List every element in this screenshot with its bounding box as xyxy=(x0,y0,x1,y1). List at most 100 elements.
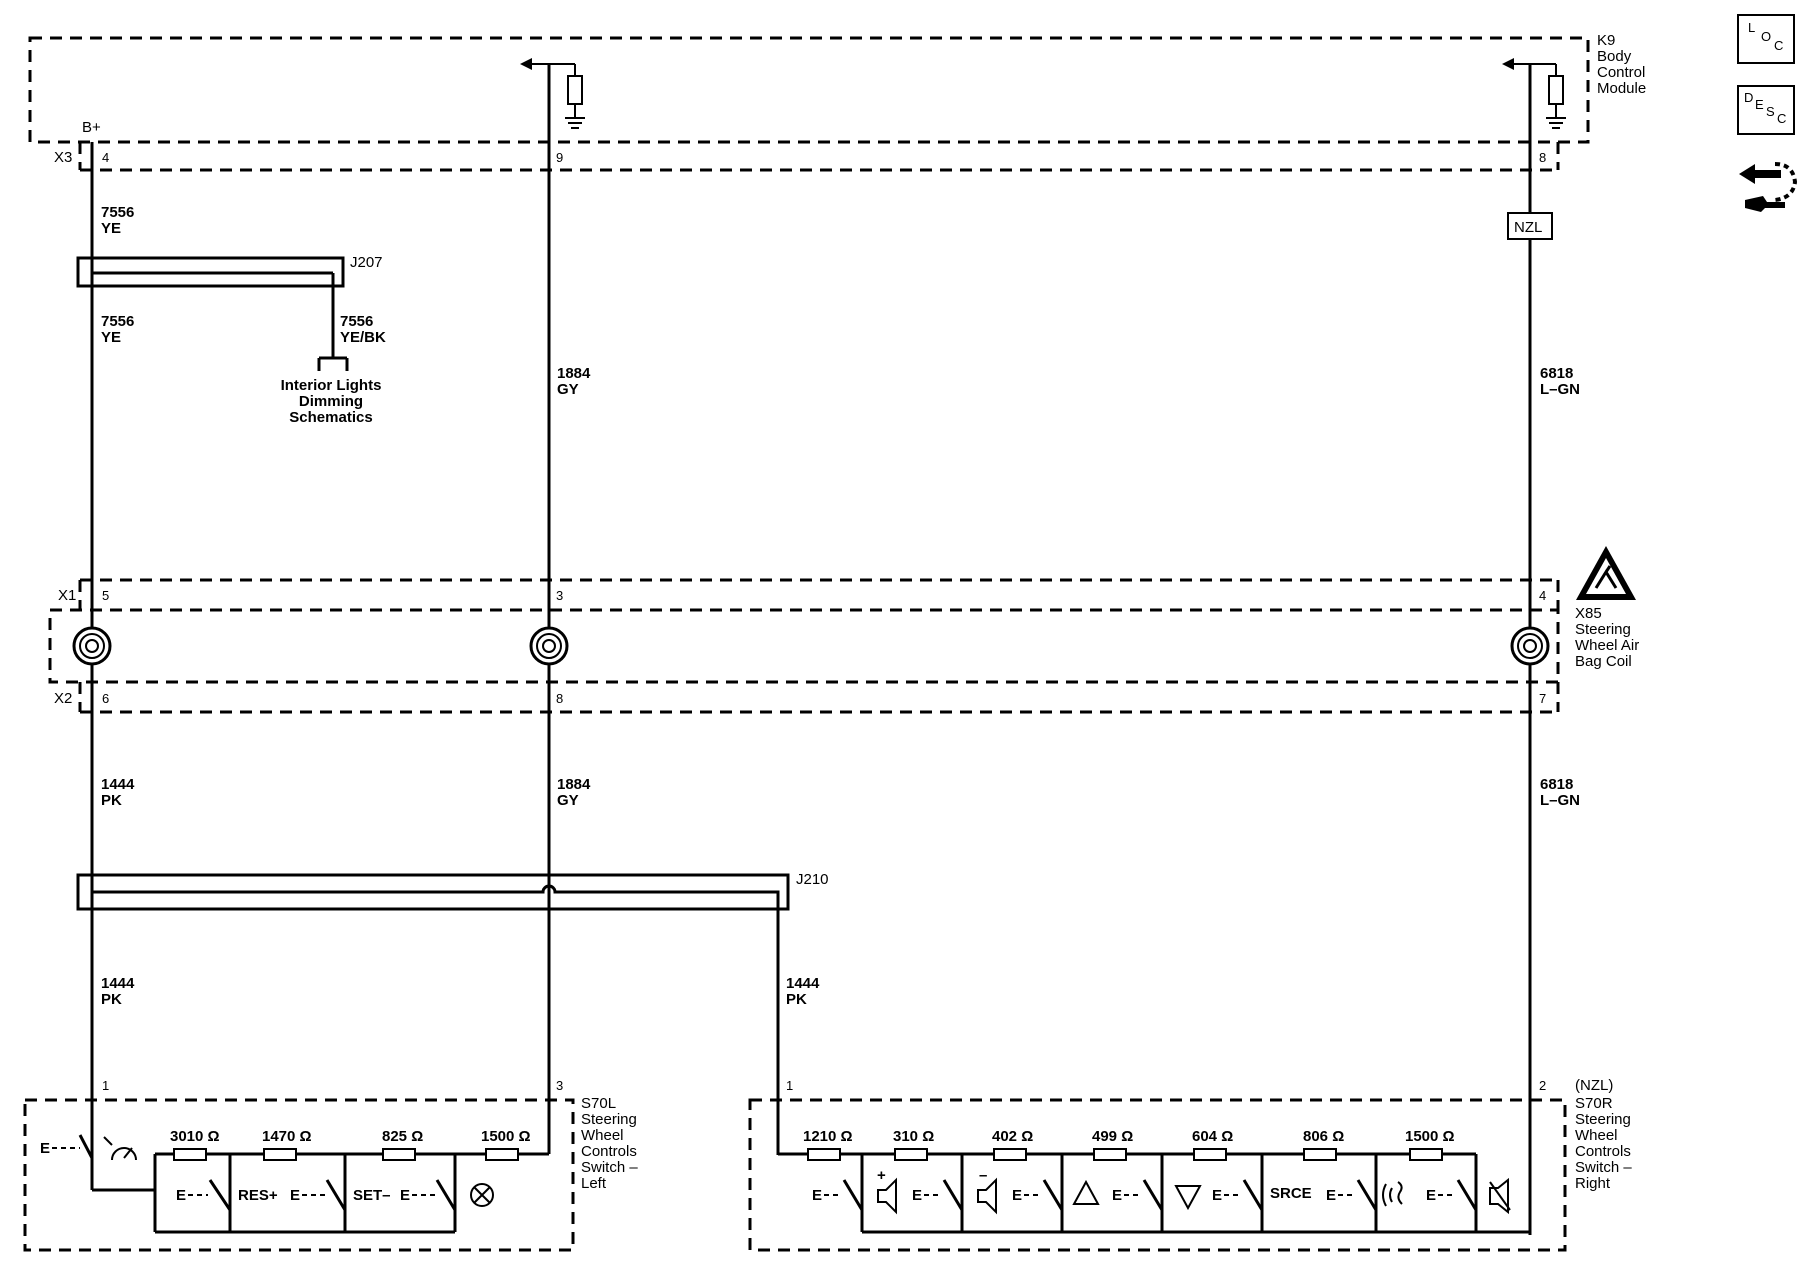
loc-letter: C xyxy=(1774,38,1784,53)
svg-text:–: – xyxy=(979,1167,987,1184)
wire-color: PK xyxy=(101,792,122,809)
coil-label-2: Wheel Air xyxy=(1575,637,1639,654)
resistor-value: 1470 Ω xyxy=(262,1128,312,1145)
seek-up-icon xyxy=(1072,1179,1100,1205)
wire-color: PK xyxy=(101,991,122,1008)
pin-label: 2 xyxy=(1539,1078,1546,1093)
coil-spiral-icon xyxy=(529,626,569,666)
switch-mech-label: E xyxy=(40,1140,50,1157)
right-switch-label-5: Right xyxy=(1575,1175,1611,1192)
reference-text-1[interactable]: Interior Lights xyxy=(281,377,382,394)
pin-label: 3 xyxy=(556,588,563,603)
pin-label: 6 xyxy=(102,691,109,706)
switch-mech-label: E xyxy=(1212,1187,1222,1204)
coil-spiral-icon xyxy=(72,626,112,666)
bcm-label-1: Body xyxy=(1597,48,1632,65)
connector-x3-label: X3 xyxy=(54,149,72,166)
connector-x1-label: X1 xyxy=(58,587,76,604)
splice-j210: J210 xyxy=(76,871,829,1155)
resistor-value: 310 Ω xyxy=(893,1128,934,1145)
left-switch-label-1: Steering xyxy=(581,1111,637,1128)
mute-icon xyxy=(1489,1177,1511,1215)
desc-letter: D xyxy=(1744,90,1754,105)
reference-text-3[interactable]: Schematics xyxy=(289,409,372,426)
resistor-value: 806 Ω xyxy=(1303,1128,1344,1145)
resistor-value: 1210 Ω xyxy=(803,1128,853,1145)
left-switch-label-2: Wheel xyxy=(581,1127,624,1144)
wire-circuit: 7556 xyxy=(101,204,134,221)
option-nzl-box: NZL xyxy=(1507,212,1553,240)
wire-circuit: 1444 xyxy=(101,975,135,992)
switch-mech-label: E xyxy=(1012,1187,1022,1204)
switch-label-res: RES+ xyxy=(238,1187,278,1204)
left-switch-label-5: Left xyxy=(581,1175,607,1192)
description-button[interactable]: D E S C xyxy=(1737,85,1795,135)
loc-letter: L xyxy=(1748,20,1756,35)
switch-mech-label: E xyxy=(812,1187,822,1204)
pin-label: 8 xyxy=(556,691,563,706)
right-switch-label-3: Controls xyxy=(1575,1143,1631,1160)
seek-down-icon xyxy=(1174,1185,1202,1211)
volume-down-icon: – xyxy=(977,1167,997,1215)
switch-label-set: SET– xyxy=(353,1187,391,1204)
pin-label: 5 xyxy=(102,588,109,603)
voice-command-icon xyxy=(1382,1181,1403,1207)
resistor-value: 825 Ω xyxy=(382,1128,423,1145)
coil-spiral-icon xyxy=(1510,626,1550,666)
left-switch-id: S70L xyxy=(581,1095,616,1112)
pin-label: 1 xyxy=(102,1078,109,1093)
wire-color: PK xyxy=(786,991,807,1008)
wire-color: YE xyxy=(101,220,121,237)
connector-x3: X3 4 9 8 xyxy=(54,142,1560,172)
switch-mech-label: E xyxy=(290,1187,300,1204)
esd-warning-icon xyxy=(1576,546,1636,600)
coil-label-1: Steering xyxy=(1575,621,1631,638)
bcm-label-3: Module xyxy=(1597,80,1646,97)
option-nzl-label: NZL xyxy=(1514,219,1542,236)
splice-j210-label: J210 xyxy=(796,871,829,888)
svg-text:+: + xyxy=(877,1167,886,1184)
left-switch-module: 1 3 S70L Steering Wheel Controls Switch … xyxy=(23,1078,638,1252)
resistor-value: 1500 Ω xyxy=(481,1128,531,1145)
pin-label: 3 xyxy=(556,1078,563,1093)
resistor-value: 499 Ω xyxy=(1092,1128,1133,1145)
wire-color: YE xyxy=(101,329,121,346)
cruise-gauge-icon xyxy=(103,1136,137,1161)
diagnostic-procedure-icon[interactable] xyxy=(1735,150,1799,220)
desc-letter: S xyxy=(1766,104,1775,119)
wire-circuit: 6818 xyxy=(1540,365,1573,382)
airbag-coil: X1 5 3 4 X2 6 8 7 X85 Steering W xyxy=(48,546,1639,714)
reference-text-2[interactable]: Dimming xyxy=(299,393,363,410)
volume-up-icon: + xyxy=(877,1167,897,1215)
resistor-value: 1500 Ω xyxy=(1405,1128,1455,1145)
wire-color: GY xyxy=(557,792,579,809)
reference-bracket: Interior Lights Dimming Schematics xyxy=(281,356,382,426)
desc-letter: C xyxy=(1777,111,1787,126)
coil-label-3: Bag Coil xyxy=(1575,653,1632,670)
wire-circuit: 1884 xyxy=(557,365,591,382)
pin-label: 4 xyxy=(1539,588,1546,603)
supply-label: B+ xyxy=(82,119,101,136)
switch-mech-label: E xyxy=(176,1187,186,1204)
switch-mech-label: E xyxy=(1326,1187,1336,1204)
bcm-label-2: Control xyxy=(1597,64,1645,81)
wire-color: L–GN xyxy=(1540,792,1580,809)
pin-label: 1 xyxy=(786,1078,793,1093)
connector-x2-label: X2 xyxy=(54,690,72,707)
bcm-module: K9 Body Control Module B+ xyxy=(28,32,1646,144)
resistor-value: 604 Ω xyxy=(1192,1128,1233,1145)
desc-letter: E xyxy=(1755,97,1764,112)
pin-label: 4 xyxy=(102,150,109,165)
wire-circuit: 1884 xyxy=(557,776,591,793)
wire-circuit: 1444 xyxy=(786,975,820,992)
location-button[interactable]: L O C xyxy=(1737,14,1795,64)
wire-color: GY xyxy=(557,381,579,398)
wire-color: YE/BK xyxy=(340,329,386,346)
right-switch-label-1: Steering xyxy=(1575,1111,1631,1128)
pin-label: 9 xyxy=(556,150,563,165)
resistor-value: 402 Ω xyxy=(992,1128,1033,1145)
coil-id: X85 xyxy=(1575,605,1602,622)
right-switch-option: (NZL) xyxy=(1575,1077,1613,1094)
resistor-value: 3010 Ω xyxy=(170,1128,220,1145)
